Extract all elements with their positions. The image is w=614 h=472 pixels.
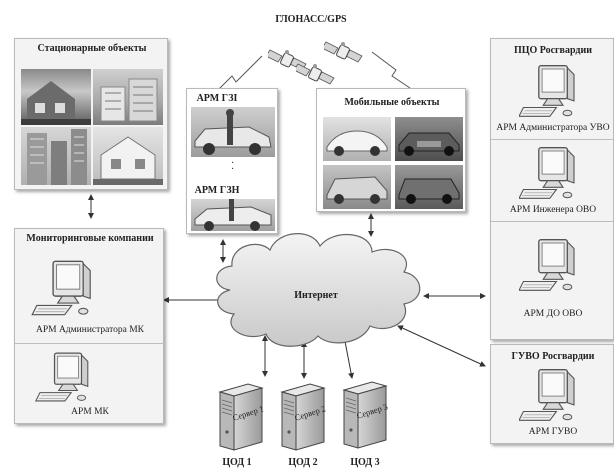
car-photo-4 bbox=[395, 165, 463, 209]
computer-icon bbox=[519, 147, 575, 199]
server-1-label: ЦОД 1 bbox=[222, 457, 252, 468]
computer-icon bbox=[31, 260, 91, 316]
monitoring-title: Мониторинговые компании bbox=[26, 233, 154, 244]
pco-panel: ПЦО Росгвардии АРМ Администратора УВО АР… bbox=[490, 38, 614, 340]
server-3-label: ЦОД 3 bbox=[350, 457, 380, 468]
pco-item-1-label: АРМ Администратора УВО bbox=[496, 123, 610, 133]
satellites-label: ГЛОНАСС/GPS bbox=[275, 14, 347, 25]
pco-separator-1 bbox=[491, 139, 614, 140]
computer-icon bbox=[519, 238, 575, 292]
building-photo-3 bbox=[21, 127, 91, 185]
stationary-objects-title: Стационарные объекты bbox=[37, 43, 147, 54]
car-photo-3 bbox=[323, 165, 391, 209]
wireless-links bbox=[217, 51, 411, 91]
monitoring-separator bbox=[15, 343, 165, 344]
house-photo-2 bbox=[93, 69, 163, 125]
computer-icon bbox=[35, 352, 89, 402]
monitoring-item-2-label: АРМ МК bbox=[71, 407, 109, 417]
stationary-objects-panel: Стационарные объекты bbox=[14, 38, 168, 190]
guvo-panel: ГУВО Росгвардии АРМ ГУВО bbox=[490, 344, 614, 444]
monitoring-panel: Мониторинговые компании АРМ Администрато… bbox=[14, 228, 165, 424]
arm-gzn-label: АРМ ГЗН bbox=[194, 185, 240, 196]
arm-gz-panel: АРМ ГЗІ ·· АРМ ГЗН bbox=[186, 88, 278, 234]
server-2-label: ЦОД 2 bbox=[288, 457, 318, 468]
pco-item-3-label: АРМ ДО ОВО bbox=[523, 309, 583, 319]
pco-title: ПЦО Росгвардии bbox=[514, 45, 592, 56]
dots-separator: ·· bbox=[231, 158, 235, 175]
arm-gzn-photo bbox=[191, 199, 275, 231]
pco-separator-2 bbox=[491, 221, 614, 222]
car-photo-2 bbox=[395, 117, 463, 161]
guvo-item-label: АРМ ГУВО bbox=[528, 427, 578, 437]
monitoring-item-1-label: АРМ Администратора МК bbox=[35, 325, 145, 335]
arm-gzi-photo bbox=[191, 107, 275, 157]
mobile-objects-panel: Мобильные объекты bbox=[316, 88, 466, 212]
house-photo-1 bbox=[21, 69, 91, 125]
connector-lines bbox=[88, 194, 486, 379]
internet-label: Интернет bbox=[294, 290, 338, 301]
internet-cloud bbox=[216, 233, 421, 347]
computer-icon bbox=[519, 65, 575, 117]
satellites-icon bbox=[268, 41, 363, 85]
house-photo-4 bbox=[93, 127, 163, 185]
pco-item-2-label: АРМ Инженера ОВО bbox=[509, 205, 597, 215]
computer-icon bbox=[519, 369, 575, 421]
mobile-objects-title: Мобильные объекты bbox=[344, 97, 440, 108]
arm-gzi-label: АРМ ГЗІ bbox=[196, 93, 238, 104]
car-photo-1 bbox=[323, 117, 391, 161]
guvo-title: ГУВО Росгвардии bbox=[511, 351, 595, 362]
